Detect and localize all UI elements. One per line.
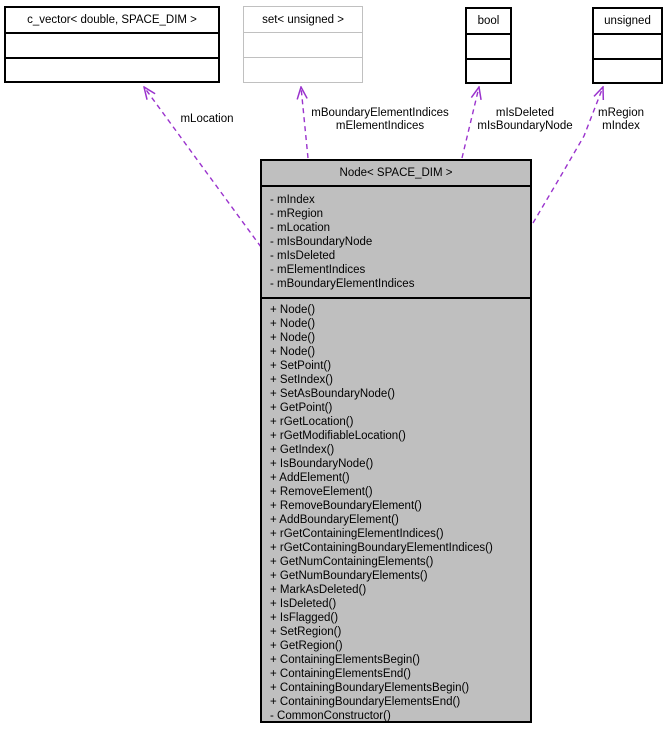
method-row: + RemoveElement() (270, 486, 373, 498)
class-box-unsigned[interactable]: unsigned (592, 7, 663, 84)
method-row: + AddElement() (270, 472, 350, 484)
method-row: + GetRegion() (270, 640, 343, 652)
attribute-row: - mRegion (270, 208, 324, 220)
method-row: + rGetContainingBoundaryElementIndices() (270, 542, 493, 554)
edge-label-line: mIndex (602, 120, 640, 132)
method-row: + SetRegion() (270, 626, 342, 638)
empty-methods-compartment (244, 58, 362, 82)
method-row: + SetIndex() (270, 374, 333, 386)
empty-attributes-compartment (594, 35, 661, 60)
class-title: bool (467, 9, 510, 35)
method-row: + ContainingElementsBegin() (270, 654, 420, 666)
method-row: + Node() (270, 332, 316, 344)
method-row: + ContainingBoundaryElementsEnd() (270, 696, 461, 708)
methods-compartment: + Node() + Node() + Node() + Node() + SetPoi… (262, 299, 530, 721)
empty-methods-compartment (594, 60, 661, 83)
edge-label-line: mRegion (597, 107, 645, 119)
attributes-compartment: - mIndex - mRegion - mLocation - mIsBoundar… (262, 187, 530, 299)
class-box-set: set< unsigned > (243, 6, 363, 83)
attribute-row: - mIsDeleted (270, 250, 336, 262)
class-title: Node< SPACE_DIM > (262, 161, 530, 187)
empty-methods-compartment (467, 60, 510, 83)
class-box-node: Node< SPACE_DIM > - mIndex - mRegion - mLo… (260, 159, 532, 723)
attribute-row: - mIsBoundaryNode (270, 236, 373, 248)
method-row: + IsFlagged() (270, 612, 339, 624)
class-box-bool[interactable]: bool (465, 7, 512, 84)
edge-element-indices-line (301, 87, 309, 159)
method-row: + GetNumContainingElements() (270, 556, 434, 568)
attribute-row: - mIndex (270, 194, 315, 206)
class-title: unsigned (594, 9, 661, 35)
class-title: set< unsigned > (244, 7, 362, 33)
edge-label-line: mIsDeleted (495, 107, 555, 119)
method-row: + GetIndex() (270, 444, 335, 456)
attribute-row: - mElementIndices (270, 264, 366, 276)
method-row: + Node() (270, 346, 316, 358)
empty-attributes-compartment (244, 33, 362, 58)
method-row: + IsDeleted() (270, 598, 337, 610)
edge-label-line: mElementIndices (335, 120, 425, 132)
method-row: + ContainingBoundaryElementsBegin() (270, 682, 470, 694)
attribute-row: - mBoundaryElementIndices (270, 278, 415, 290)
method-row: + MarkAsDeleted() (270, 584, 367, 596)
method-row: + rGetLocation() (270, 416, 354, 428)
method-row: - CommonConstructor() (270, 710, 391, 721)
method-row: + GetPoint() (270, 402, 333, 414)
empty-methods-compartment (6, 59, 218, 82)
method-row: + AddBoundaryElement() (270, 514, 399, 526)
method-row: + ContainingElementsEnd() (270, 668, 411, 680)
method-row: + SetPoint() (270, 360, 332, 372)
empty-attributes-compartment (6, 34, 218, 59)
method-row: + SetAsBoundaryNode() (270, 388, 395, 400)
edge-mlocation-line (144, 87, 262, 248)
method-row: + GetNumBoundaryElements() (270, 570, 428, 582)
empty-attributes-compartment (467, 35, 510, 60)
method-row: + Node() (270, 304, 316, 316)
method-row: + IsBoundaryNode() (270, 458, 374, 470)
method-row: + Node() (270, 318, 316, 330)
class-title: c_vector< double, SPACE_DIM > (6, 8, 218, 34)
method-row: + RemoveBoundaryElement() (270, 500, 422, 512)
method-row: + rGetModifiableLocation() (270, 430, 406, 442)
edge-label-mlocation: mLocation (180, 113, 233, 126)
attribute-row: - mLocation (270, 222, 331, 234)
edge-label-line: mLocation (180, 113, 234, 125)
method-row: + rGetContainingElementIndices() (270, 528, 444, 540)
edge-label-line: mIsBoundaryNode (477, 120, 573, 132)
edge-label-line: mBoundaryElementIndices (311, 107, 449, 119)
class-box-c-vector[interactable]: c_vector< double, SPACE_DIM > (4, 6, 220, 83)
